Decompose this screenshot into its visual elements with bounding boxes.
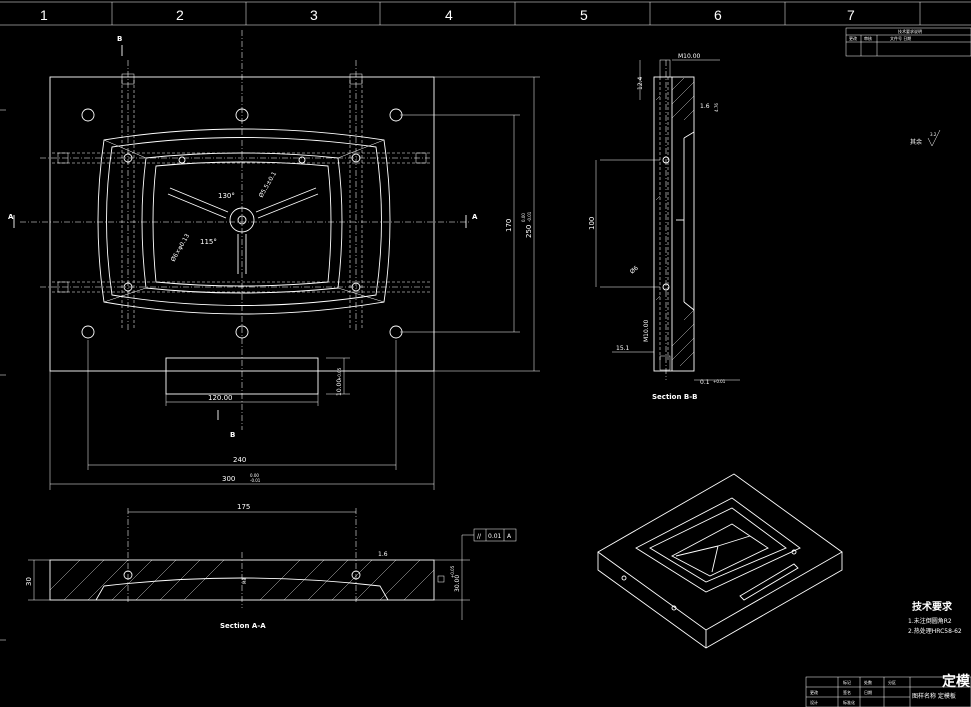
tolerance-datum: A bbox=[507, 533, 512, 540]
section-aa-roughness: 1.6 bbox=[378, 551, 388, 558]
title-block-cell: 日期 bbox=[864, 689, 872, 695]
section-aa-dim-175: 175 bbox=[237, 503, 250, 511]
section-bb-d01: 0.1 bbox=[700, 379, 710, 386]
slot-outline bbox=[165, 357, 319, 395]
tolerance-symbol: // bbox=[477, 533, 482, 540]
section-b-label-top: B bbox=[117, 35, 122, 43]
dim-250-tol-up: 0.00 bbox=[521, 213, 526, 222]
dim-240: 240 bbox=[233, 456, 246, 464]
iso-top-face bbox=[597, 473, 843, 631]
zone-4: 4 bbox=[445, 7, 453, 23]
top-right-table-cell: 更改 bbox=[849, 35, 857, 41]
section-bb-title: Section B-B bbox=[652, 393, 698, 401]
section-bb-d01-tol: +0.01 bbox=[713, 379, 726, 384]
dim-300: 300 bbox=[222, 475, 235, 483]
dim-250-tol: -0.01 bbox=[527, 211, 532, 222]
section-aa-view bbox=[28, 508, 517, 620]
pin-note-right: Ø5.5±0.1 bbox=[258, 170, 279, 199]
roughness-note-label: 其余 bbox=[910, 138, 922, 146]
section-a-label-right: A bbox=[472, 213, 478, 221]
drawing-frame bbox=[0, 1, 971, 641]
dim-120: 120.00 bbox=[208, 394, 233, 402]
title-block-cell: 设计 bbox=[810, 699, 818, 705]
pin-note-left: Ø6×φ0.13 bbox=[170, 233, 192, 263]
title-block-cell: 标记 bbox=[843, 679, 851, 685]
title-block-cell: 签名 bbox=[843, 689, 851, 695]
zone-7: 7 bbox=[847, 7, 855, 23]
title-block-big-title: 定模 bbox=[942, 673, 971, 690]
section-bb-rough2: 4.76 bbox=[714, 103, 719, 112]
section-b-label-bottom: B bbox=[230, 431, 235, 439]
section-bb-d100: 100 bbox=[588, 217, 596, 230]
tech-requirement-item: 1.未注倒圆角R2 bbox=[908, 617, 952, 625]
section-aa-title: Section A-A bbox=[220, 622, 266, 630]
section-bb-outline bbox=[653, 76, 695, 372]
section-aa-center-mark: M8 bbox=[242, 578, 247, 584]
title-block-cell: 处数 bbox=[864, 679, 872, 685]
top-right-table-header: 技术要求说明 bbox=[898, 28, 922, 34]
zone-1: 1 bbox=[40, 7, 48, 23]
zone-5: 5 bbox=[580, 7, 588, 23]
dim-10-tol: +0.05 bbox=[337, 367, 342, 380]
angle-label-bottom: 115° bbox=[200, 238, 217, 246]
roughness-symbol-icon bbox=[927, 129, 941, 147]
section-a-label-left: A bbox=[8, 213, 14, 221]
dim-300-tol: -0.01 bbox=[250, 478, 261, 483]
angle-label-top: 130° bbox=[218, 192, 235, 200]
dim-250: 250 bbox=[525, 225, 533, 238]
zone-2: 2 bbox=[176, 7, 184, 23]
section-bb-d12: 12.4 bbox=[637, 76, 644, 90]
title-block-bottom-text: 图样名称 定模板 bbox=[912, 692, 956, 700]
isometric-view bbox=[597, 473, 843, 649]
top-view bbox=[13, 30, 540, 490]
section-bb-m10: M10.00 bbox=[678, 53, 701, 60]
section-bb-rough1: 1.6 bbox=[700, 103, 710, 110]
section-bb-d15: 15.1 bbox=[616, 345, 630, 352]
section-bb-m10-2: M10.00 bbox=[643, 319, 650, 342]
section-aa-dim-30-right: 30.00 bbox=[454, 575, 461, 592]
top-right-table-cell: 文件号 日期 bbox=[890, 35, 911, 41]
title-block-cell: 分区 bbox=[888, 679, 896, 685]
dim-10: 10.00 bbox=[336, 379, 343, 396]
title-block-cell: 标准化 bbox=[843, 699, 855, 705]
title-block-cell: 更改 bbox=[810, 689, 818, 695]
top-right-table bbox=[845, 27, 971, 57]
section-aa-dim-30-tol: +0.05 bbox=[450, 565, 455, 578]
dim-170: 170 bbox=[505, 219, 513, 232]
section-aa-dim-30: 30 bbox=[25, 577, 33, 586]
tech-requirements-heading: 技术要求 bbox=[912, 600, 953, 613]
title-block bbox=[805, 676, 971, 707]
section-bb-view bbox=[595, 59, 740, 381]
zone-3: 3 bbox=[310, 7, 318, 23]
roughness-note-value: 3.2 bbox=[930, 132, 937, 137]
zone-6: 6 bbox=[714, 7, 722, 23]
iso-cavity bbox=[635, 497, 801, 593]
top-right-table-cell: 审核 bbox=[864, 35, 872, 41]
tech-requirement-item: 2.热处理HRC58-62 bbox=[908, 627, 962, 635]
section-bb-d6: Ø6 bbox=[629, 265, 640, 276]
tolerance-value: 0.01 bbox=[488, 533, 502, 540]
dim-300-tol-up: 0.00 bbox=[250, 473, 259, 478]
tolerance-frame bbox=[473, 528, 517, 542]
